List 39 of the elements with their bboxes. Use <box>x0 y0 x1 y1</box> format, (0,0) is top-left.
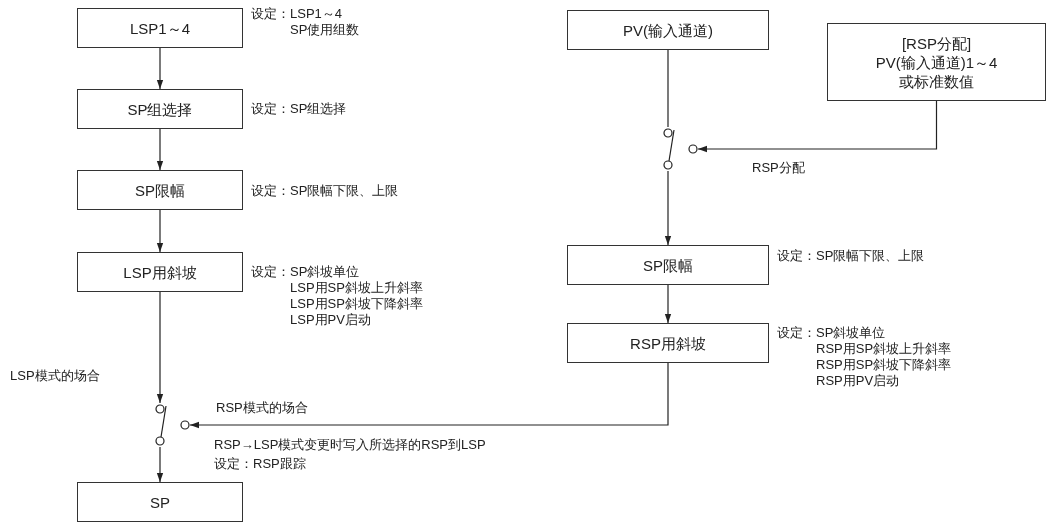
box-label: LSP用斜坡 <box>123 262 197 282</box>
edge-label: RSP模式的场合 <box>216 400 308 416</box>
arrow <box>664 170 672 246</box>
setting-note: 设定：SP限幅下限、上限 <box>777 248 925 264</box>
edge-label: RSP分配 <box>752 160 805 176</box>
arrow <box>189 362 669 429</box>
box-label: RSP用斜坡 <box>630 333 706 353</box>
note-text: 设定：RSP跟踪 <box>214 456 306 472</box>
arrow <box>664 284 672 324</box>
edge-label: LSP模式的场合 <box>10 368 100 384</box>
box-label: SP限幅 <box>643 255 693 275</box>
box-label: [RSP分配] <box>901 33 972 53</box>
setting-note: 设定：SP斜坡单位 LSP用SP斜坡上升斜率 LSP用SP斜坡下降斜率 LSP用PV启动 <box>251 264 423 328</box>
arrow <box>156 47 164 90</box>
box-label: SP组选择 <box>127 99 193 119</box>
process-box <box>77 252 243 292</box>
process-box <box>827 23 1046 101</box>
process-box <box>567 10 769 50</box>
setting-note: 设定：SP斜坡单位 RSP用SP斜坡上升斜率 RSP用SP斜坡下降斜率 RSP用PV启动 <box>777 325 952 389</box>
setting-note: 设定：LSP1～4 SP使用组数 <box>251 6 360 38</box>
arrow <box>156 446 164 483</box>
setting-note: 设定：SP组选择 <box>251 101 347 117</box>
process-box <box>77 89 243 129</box>
box-label: SP限幅 <box>135 180 185 200</box>
box-label: PV(输入通道) <box>623 20 713 40</box>
setting-note: 设定：SP限幅下限、上限 <box>251 183 399 199</box>
process-box <box>77 170 243 210</box>
process-box <box>567 245 769 285</box>
box-label: LSP1～4 <box>129 18 190 38</box>
process-box <box>77 8 243 48</box>
arrow <box>156 128 164 171</box>
arrow <box>156 209 164 253</box>
box-label: SP <box>150 492 170 512</box>
box-label: PV(输入通道)1～4或标准数值 <box>874 52 999 91</box>
arrow <box>697 100 938 153</box>
note-text: RSP→LSP模式变更时写入所选择的RSP到LSP <box>214 437 486 453</box>
arrow <box>156 291 164 404</box>
process-box <box>567 323 769 363</box>
process-box <box>77 482 243 522</box>
